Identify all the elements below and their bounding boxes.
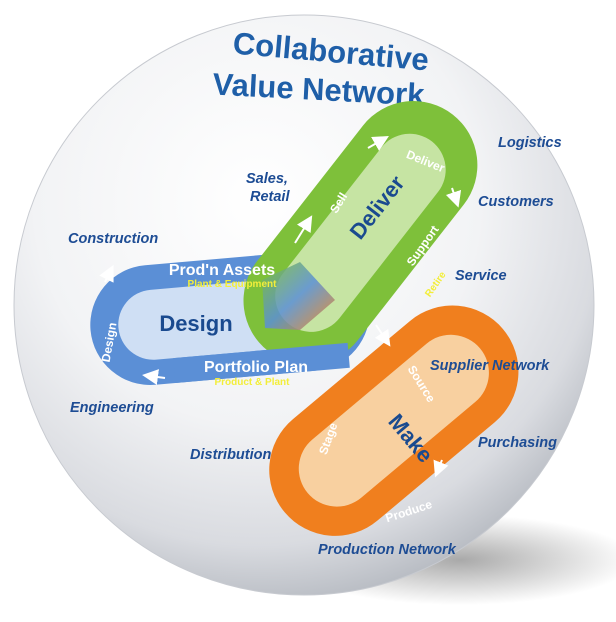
production-network-label: Production Network [318, 542, 457, 558]
design-loop-front [173, 342, 350, 384]
plant-equipment-label: Plant & Equipment [188, 279, 278, 290]
supplier-network-label: Supplier Network [430, 358, 550, 374]
engineering-label: Engineering [70, 400, 154, 416]
design-side-label: Design [99, 321, 120, 363]
loop-overlap [262, 262, 335, 330]
arrow-source [374, 324, 391, 347]
product-plant-label: Product & Plant [214, 377, 290, 388]
arrow-deliver-side [445, 187, 462, 208]
sales-label-line1: Sales, [246, 171, 288, 187]
service-label: Service [455, 268, 507, 284]
prod-assets-label: Prod'n Assets [169, 262, 275, 279]
sales-label-line2: Retail [250, 189, 290, 205]
arrow-design-top [99, 264, 114, 283]
purchasing-label: Purchasing [478, 435, 557, 451]
arrow-design-left [142, 369, 166, 385]
make-loop-inner [298, 334, 489, 507]
distribution-label: Distribution [190, 447, 271, 463]
arrow-sell [294, 215, 313, 244]
portfolio-plan-label: Portfolio Plan [204, 359, 308, 376]
flow-arrows [99, 136, 462, 478]
design-center-label: Design [159, 311, 232, 336]
arrow-make-bottom [433, 459, 449, 478]
arrow-deliver-top [367, 136, 389, 151]
customers-label: Customers [478, 194, 554, 210]
logistics-label: Logistics [498, 135, 562, 151]
construction-label: Construction [68, 231, 158, 247]
make-loop [269, 305, 519, 536]
